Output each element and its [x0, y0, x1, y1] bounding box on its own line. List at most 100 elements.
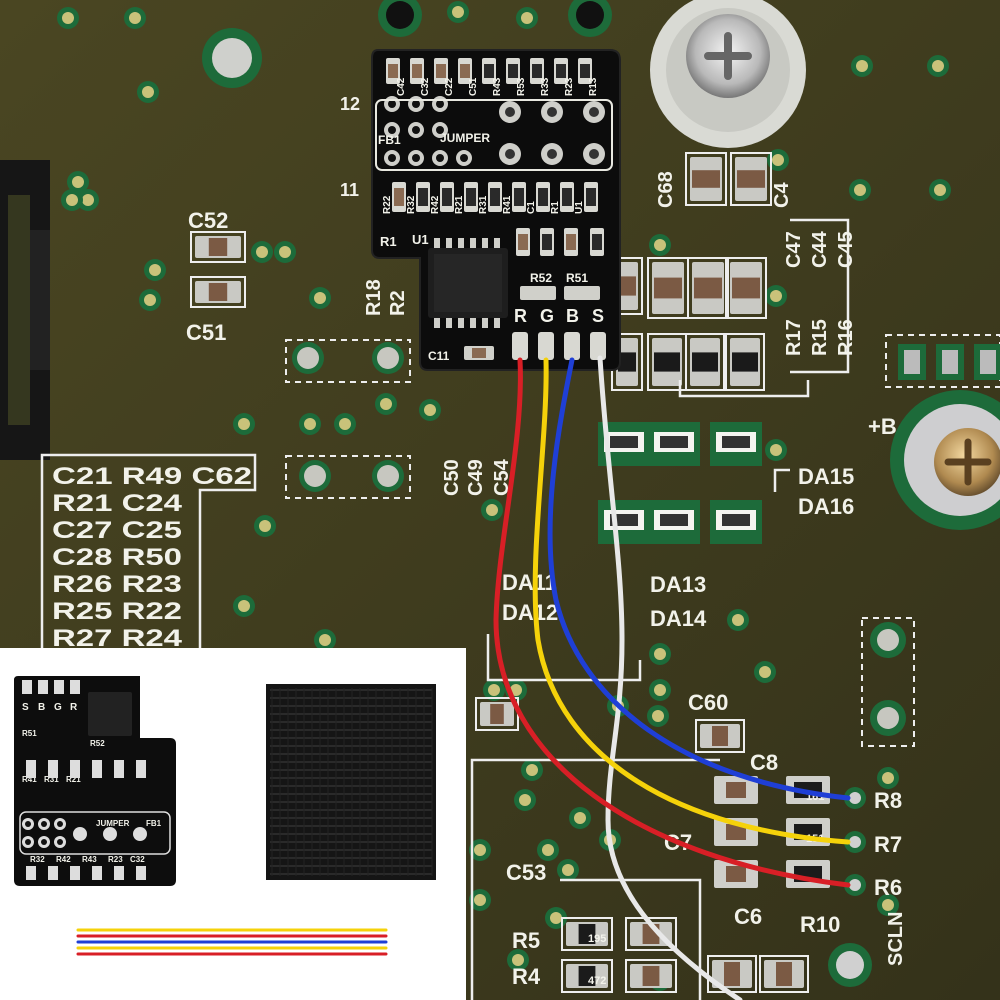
- inset-board-label: R23: [108, 855, 123, 864]
- board-label-r8: R8: [874, 788, 902, 813]
- wire-end-pads: [828, 787, 872, 987]
- board-label-c60: C60: [688, 690, 728, 715]
- board-label-c47: C47: [783, 231, 805, 268]
- module-label-jumper: JUMPER: [440, 131, 490, 145]
- board-label-r17: R17: [783, 319, 805, 356]
- board-label-c54: C54: [491, 458, 513, 496]
- module-top-label: R23: [564, 77, 575, 96]
- board-label-r7: R7: [874, 832, 902, 857]
- module-top-label: R33: [540, 77, 551, 96]
- inset-wires: [76, 928, 388, 956]
- board-label-c50: C50: [441, 459, 463, 496]
- module-top-label: R13: [588, 77, 599, 96]
- board-label-c51: C51: [186, 320, 226, 345]
- module-row-label: R51: [566, 271, 588, 285]
- inset-pin-label: R: [70, 702, 78, 713]
- silk-row: R27 R24: [52, 625, 183, 652]
- board-label-r5: R5: [512, 928, 540, 953]
- module-mid-label: R32: [406, 195, 417, 214]
- board-label-c68: C68: [655, 171, 677, 208]
- chip-code: 472: [588, 975, 606, 987]
- module-top-label: C51: [468, 77, 479, 96]
- wire-yellow: [532, 357, 851, 845]
- pin-number: 12: [340, 94, 360, 114]
- inset-board-label: R42: [56, 855, 71, 864]
- board-label-r4: R4: [512, 964, 541, 989]
- inset-board-label: R31: [44, 775, 59, 784]
- silk-brackets: [470, 218, 850, 1000]
- board-label-r2: R2: [387, 290, 409, 316]
- silk-row: C21 R49 C62: [52, 463, 252, 490]
- silver-screw: [650, 0, 806, 148]
- board-label-da16: DA16: [798, 494, 854, 519]
- inset-pin-label: B: [38, 702, 45, 713]
- module-pin-label: B: [566, 306, 579, 326]
- module-mid-label: U1: [574, 201, 585, 214]
- board-label-c52: C52: [188, 208, 228, 233]
- module-mid-label: R42: [430, 195, 441, 214]
- silk-outline: [285, 339, 411, 383]
- board-label-b: +B: [868, 414, 897, 439]
- inset-board-label: R41: [22, 775, 37, 784]
- module-top-label: C32: [420, 77, 431, 96]
- chip-code: 195: [588, 933, 606, 945]
- module-top-label: R43: [492, 77, 503, 96]
- board-label-c6: C6: [734, 904, 762, 929]
- board-label-r15: R15: [809, 319, 831, 356]
- module-mid-label: R21: [454, 195, 465, 214]
- velcro-pad: [266, 684, 436, 880]
- module-label-r1: R1: [380, 234, 397, 249]
- module-pin-label: S: [592, 306, 604, 326]
- module-mid-label: R22: [382, 195, 393, 214]
- board-label-scln: SCLN: [885, 912, 907, 966]
- board-label-c45: C45: [835, 231, 857, 268]
- silk-outline: [861, 617, 915, 747]
- inset-pin-label: S: [22, 702, 29, 713]
- board-label-c53: C53: [506, 860, 546, 885]
- module-mid-label: R1: [550, 201, 561, 214]
- board-label-c49: C49: [465, 459, 487, 496]
- module-label-u1: U1: [412, 232, 429, 247]
- silk-row: C28 R50: [52, 544, 182, 571]
- module-top-label: C22: [444, 77, 455, 96]
- silk-row: R26 R23: [52, 571, 182, 598]
- smd-components: [190, 152, 830, 993]
- module-label-fb1: FB1: [378, 133, 401, 147]
- module-mid-label: R31: [478, 195, 489, 214]
- inset-board-label: R21: [66, 775, 81, 784]
- module-mid-label: R41: [502, 195, 513, 214]
- silk-outline: [285, 455, 411, 499]
- board-label-c8: C8: [750, 750, 778, 775]
- silk-row: C27 C25: [52, 517, 182, 544]
- via-holes: [57, 1, 951, 991]
- module-mid-label: C1: [526, 201, 537, 214]
- board-label-r18: R18: [363, 279, 385, 316]
- board-label-da14: DA14: [650, 606, 707, 631]
- module-pin-label: R: [514, 306, 527, 326]
- inset-board-label: R52: [90, 739, 105, 748]
- board-label-r16: R16: [835, 319, 857, 356]
- inset-pin-label: G: [54, 702, 62, 713]
- module-pin-label: G: [540, 306, 554, 326]
- board-label-c4: C4: [771, 182, 793, 208]
- silk-row: R21 C24: [52, 490, 183, 517]
- module-top-label: C42: [396, 77, 407, 96]
- module-top-label: R53: [516, 77, 527, 96]
- module-label-c11: C11: [428, 349, 450, 363]
- inset-board-label: R51: [22, 729, 37, 738]
- module-row-label: R52: [530, 271, 552, 285]
- gold-screw: [890, 390, 1000, 530]
- inset-board-label: C32: [130, 855, 145, 864]
- wire-red: [493, 357, 851, 888]
- wires: [493, 355, 851, 1000]
- mount-holes: [202, 0, 906, 736]
- board-label-da15: DA15: [798, 464, 854, 489]
- silk-row: R25 R22: [52, 598, 182, 625]
- board-label-c44: C44: [809, 230, 831, 268]
- inset-board-label: R43: [82, 855, 97, 864]
